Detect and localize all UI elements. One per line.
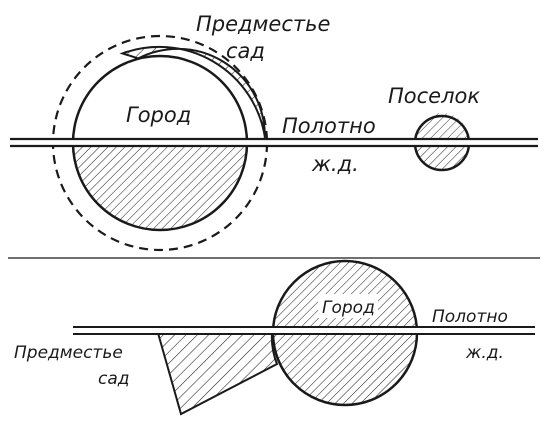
top-suburb-garden-label-1: Предместье	[196, 12, 330, 36]
bottom-suburb-garden-wedge	[156, 332, 279, 416]
top-suburb-garden-sector	[119, 45, 266, 139]
top-railway-mask	[10, 138, 538, 147]
top-railway-label-2: ж.д.	[311, 152, 359, 176]
bottom-railway-label-2: ж.д.	[465, 343, 504, 363]
bottom-city-label: Город	[322, 298, 375, 318]
top-diagram: Предместье сад Город Полотно ж.д. Посело…	[10, 12, 538, 252]
top-suburb-garden-label-2: сад	[226, 39, 265, 63]
top-city-label-bg	[118, 101, 198, 129]
bottom-railway-label-1: Полотно	[432, 307, 508, 327]
bottom-city-label-bg	[318, 294, 378, 318]
top-railway-label-1: Полотно	[282, 114, 376, 138]
top-city-label: Город	[126, 103, 191, 127]
bottom-railway-mask	[73, 327, 535, 335]
bottom-diagram: Город Полотно ж.д. Предместье сад	[14, 259, 535, 416]
top-settlement-lower-hatch	[415, 143, 469, 170]
top-city-lower-hatch	[73, 143, 247, 230]
top-settlement-label: Поселок	[388, 84, 480, 108]
bottom-suburb-garden-label-1: Предместье	[14, 343, 123, 363]
bottom-suburb-garden-label-2: сад	[98, 369, 130, 389]
